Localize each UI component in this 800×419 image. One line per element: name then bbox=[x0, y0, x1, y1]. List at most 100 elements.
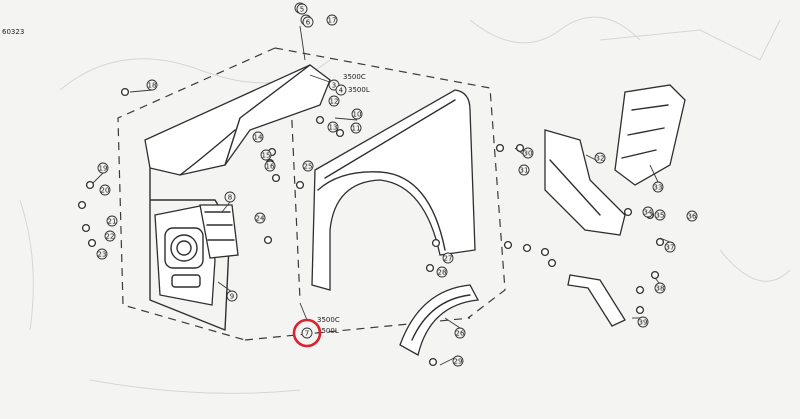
variant-label-upper-b: 3500L bbox=[348, 86, 370, 94]
fastener bbox=[540, 247, 550, 257]
leader-line bbox=[334, 117, 358, 121]
fastener bbox=[295, 180, 305, 190]
callout-28: 28 bbox=[436, 266, 448, 278]
callout-number: 21 bbox=[108, 217, 117, 225]
callout-number: 20 bbox=[101, 186, 110, 194]
callout-38: 38 bbox=[654, 282, 666, 294]
callout-18: 18 bbox=[146, 79, 158, 91]
callout-7: 7 bbox=[301, 327, 313, 339]
callout-circle bbox=[436, 266, 448, 278]
fastener bbox=[623, 207, 633, 217]
callout-number: 7 bbox=[305, 329, 309, 337]
variant-label-lower-b: 3500L bbox=[317, 327, 339, 335]
fastener bbox=[425, 263, 435, 273]
callout-30: 30 bbox=[522, 147, 534, 159]
callout-circle bbox=[296, 3, 308, 15]
callout-number: 17 bbox=[328, 16, 337, 24]
callout-circle bbox=[351, 108, 363, 120]
mirror-bracket-assembly bbox=[614, 84, 686, 186]
highlight-circle bbox=[292, 318, 322, 348]
variant-labels: 3500C 3500L 3500C 3500L bbox=[317, 73, 370, 335]
headlamp-bucket bbox=[154, 204, 216, 306]
callout-25: 25 bbox=[302, 160, 314, 172]
callout-circle bbox=[686, 210, 698, 222]
callout-32: 32 bbox=[594, 152, 606, 164]
fastener bbox=[120, 87, 130, 97]
callout-33: 33 bbox=[652, 181, 664, 193]
callout-number: 3 bbox=[332, 81, 336, 89]
callout-37: 37 bbox=[664, 241, 676, 253]
callout-number: 16 bbox=[266, 162, 275, 170]
callout-circle bbox=[326, 14, 338, 26]
callout-10: 10 bbox=[351, 108, 363, 120]
callout-circle bbox=[224, 191, 236, 203]
callout-5: 5 bbox=[296, 3, 308, 15]
callout-number: 11 bbox=[352, 124, 361, 132]
callout-circle bbox=[97, 162, 109, 174]
callout-21: 21 bbox=[106, 215, 118, 227]
fastener bbox=[335, 128, 345, 138]
leader-line bbox=[129, 89, 153, 93]
callout-number: 18 bbox=[148, 81, 157, 89]
callout-circle bbox=[260, 149, 272, 161]
fastener bbox=[77, 200, 87, 210]
callout-circle bbox=[226, 290, 238, 302]
callout-16: 16 bbox=[264, 160, 276, 172]
fastener bbox=[655, 237, 665, 247]
callout-number: 28 bbox=[438, 268, 447, 276]
callout-11: 11 bbox=[350, 122, 362, 134]
leader-line bbox=[92, 172, 104, 184]
callout-number: 33 bbox=[654, 183, 663, 191]
callout-number: 37 bbox=[666, 243, 675, 251]
callout-number: 22 bbox=[106, 232, 115, 240]
callout-number: 25 bbox=[304, 162, 313, 170]
fastener bbox=[428, 357, 438, 367]
callout-circle bbox=[654, 209, 666, 221]
callout-13: 13 bbox=[327, 121, 339, 133]
fastener bbox=[495, 143, 505, 153]
document-code: 60323 bbox=[2, 28, 24, 36]
callout-9: 9 bbox=[226, 290, 238, 302]
leader-line bbox=[444, 317, 461, 329]
callout-number: 24 bbox=[256, 214, 265, 222]
callout-17: 17 bbox=[326, 14, 338, 26]
fastener bbox=[650, 270, 660, 280]
fastener bbox=[503, 240, 513, 250]
fastener bbox=[85, 180, 95, 190]
callout-6: 6 bbox=[302, 16, 314, 28]
leader-line bbox=[299, 25, 306, 61]
fastener bbox=[315, 115, 325, 125]
callout-24: 24 bbox=[254, 212, 266, 224]
callout-circle bbox=[327, 121, 339, 133]
fastener bbox=[81, 223, 91, 233]
callout-circle bbox=[302, 16, 314, 28]
callout-number: 30 bbox=[524, 149, 533, 157]
callout-29: 29 bbox=[452, 355, 464, 367]
callout-circle bbox=[664, 241, 676, 253]
callout-circle bbox=[264, 160, 276, 172]
callout-circle bbox=[252, 131, 264, 143]
fastener bbox=[547, 258, 557, 268]
callout-circle bbox=[104, 230, 116, 242]
fastener bbox=[635, 285, 645, 295]
lamp-bracket bbox=[199, 204, 239, 259]
callout-number: 39 bbox=[639, 318, 648, 326]
callout-number: 34 bbox=[644, 208, 653, 216]
callout-12: 12 bbox=[328, 95, 340, 107]
callout-number: 27 bbox=[444, 254, 453, 262]
callout-circle bbox=[99, 184, 111, 196]
callout-number: 23 bbox=[98, 250, 107, 258]
callout-number: 36 bbox=[688, 212, 697, 220]
fender-flare bbox=[399, 284, 480, 356]
leader-line bbox=[299, 302, 308, 321]
callout-36: 36 bbox=[686, 210, 698, 222]
fastener bbox=[431, 238, 441, 248]
callout-number: 8 bbox=[228, 193, 232, 201]
mud-flap-bracket bbox=[544, 129, 626, 236]
leader-line bbox=[659, 237, 671, 243]
callout-number: 12 bbox=[330, 97, 339, 105]
callout-number: 5 bbox=[300, 5, 304, 13]
callout-number: 26 bbox=[456, 329, 465, 337]
